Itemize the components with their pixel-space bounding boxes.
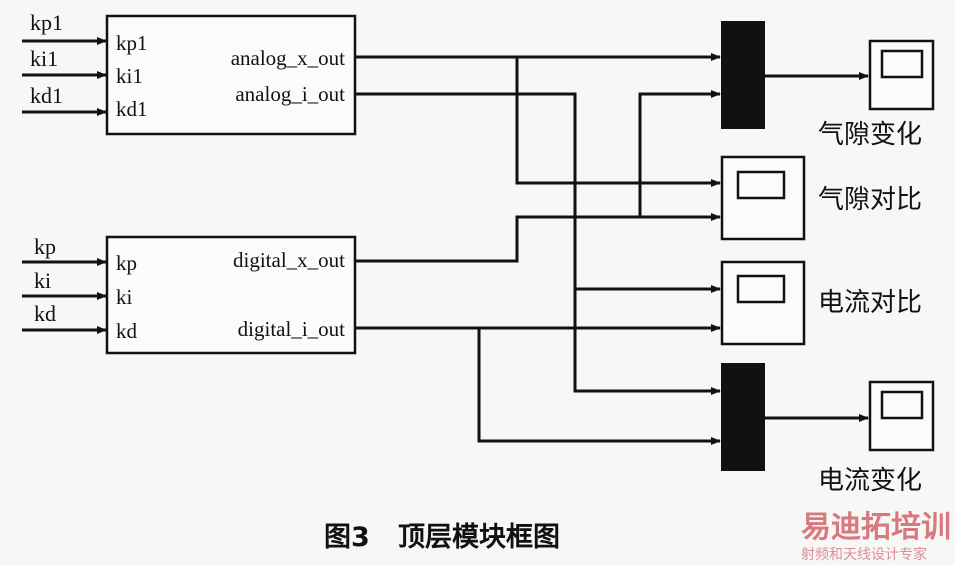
scope-gap-compare[interactable] — [720, 155, 806, 241]
digital-input-port-label: ki — [34, 268, 51, 293]
watermark: 易迪拓培训 射频和天线设计专家 — [801, 510, 951, 563]
analog-input-label: kp1 — [116, 31, 148, 55]
digital-output-label: digital_x_out — [233, 248, 345, 272]
digital-input-label: ki — [116, 285, 133, 309]
analog-input-label: ki1 — [116, 64, 143, 88]
wire-digital-x-to-gap-compare — [355, 213, 721, 263]
analog-output-label: analog_i_out — [235, 82, 345, 106]
wire-digital-x-to-mux — [638, 90, 721, 217]
scope-icon — [736, 170, 786, 200]
digital-input-label: kd — [116, 319, 138, 343]
scope-icon — [736, 274, 786, 304]
analog-block[interactable]: kp1 ki1 kd1 analog_x_out analog_i_out — [105, 14, 357, 136]
scope-label-current-compare: 电流对比 — [818, 288, 922, 318]
wire-digital-i-to-mux — [477, 328, 721, 445]
scope-gap-change[interactable] — [868, 39, 935, 111]
digital-input-label: kp — [116, 251, 137, 275]
digital-block[interactable]: kp ki kd digital_x_out digital_i_out — [105, 235, 357, 355]
mux-block-gap[interactable] — [721, 21, 765, 129]
analog-input-port-label: kd1 — [30, 83, 63, 108]
watermark-tagline: 射频和天线设计专家 — [801, 546, 927, 563]
scope-label-gap-compare: 气隙对比 — [818, 185, 922, 215]
analog-output-label: analog_x_out — [231, 46, 345, 70]
wire-analog-x-to-gap-compare — [515, 57, 721, 187]
analog-input-port-label: kp1 — [30, 10, 63, 35]
scope-current-compare[interactable] — [720, 260, 806, 346]
figure-caption: 图3 顶层模块框图 — [324, 522, 560, 553]
scope-icon — [880, 390, 924, 420]
mux-block-current[interactable] — [721, 363, 765, 471]
analog-input-label: kd1 — [116, 97, 148, 121]
scope-label-gap-change: 气隙变化 — [818, 120, 922, 150]
scope-current-change[interactable] — [868, 380, 935, 452]
digital-input-port-label: kd — [34, 301, 56, 326]
analog-input-port-label: ki1 — [30, 46, 58, 71]
scope-label-current-change: 电流变化 — [818, 466, 922, 496]
digital-output-label: digital_i_out — [238, 317, 345, 341]
digital-input-port-label: kp — [34, 234, 56, 259]
watermark-brand: 易迪拓培训 — [801, 510, 951, 545]
scope-icon — [880, 49, 924, 79]
wire-analog-i-to-mux — [355, 92, 721, 395]
